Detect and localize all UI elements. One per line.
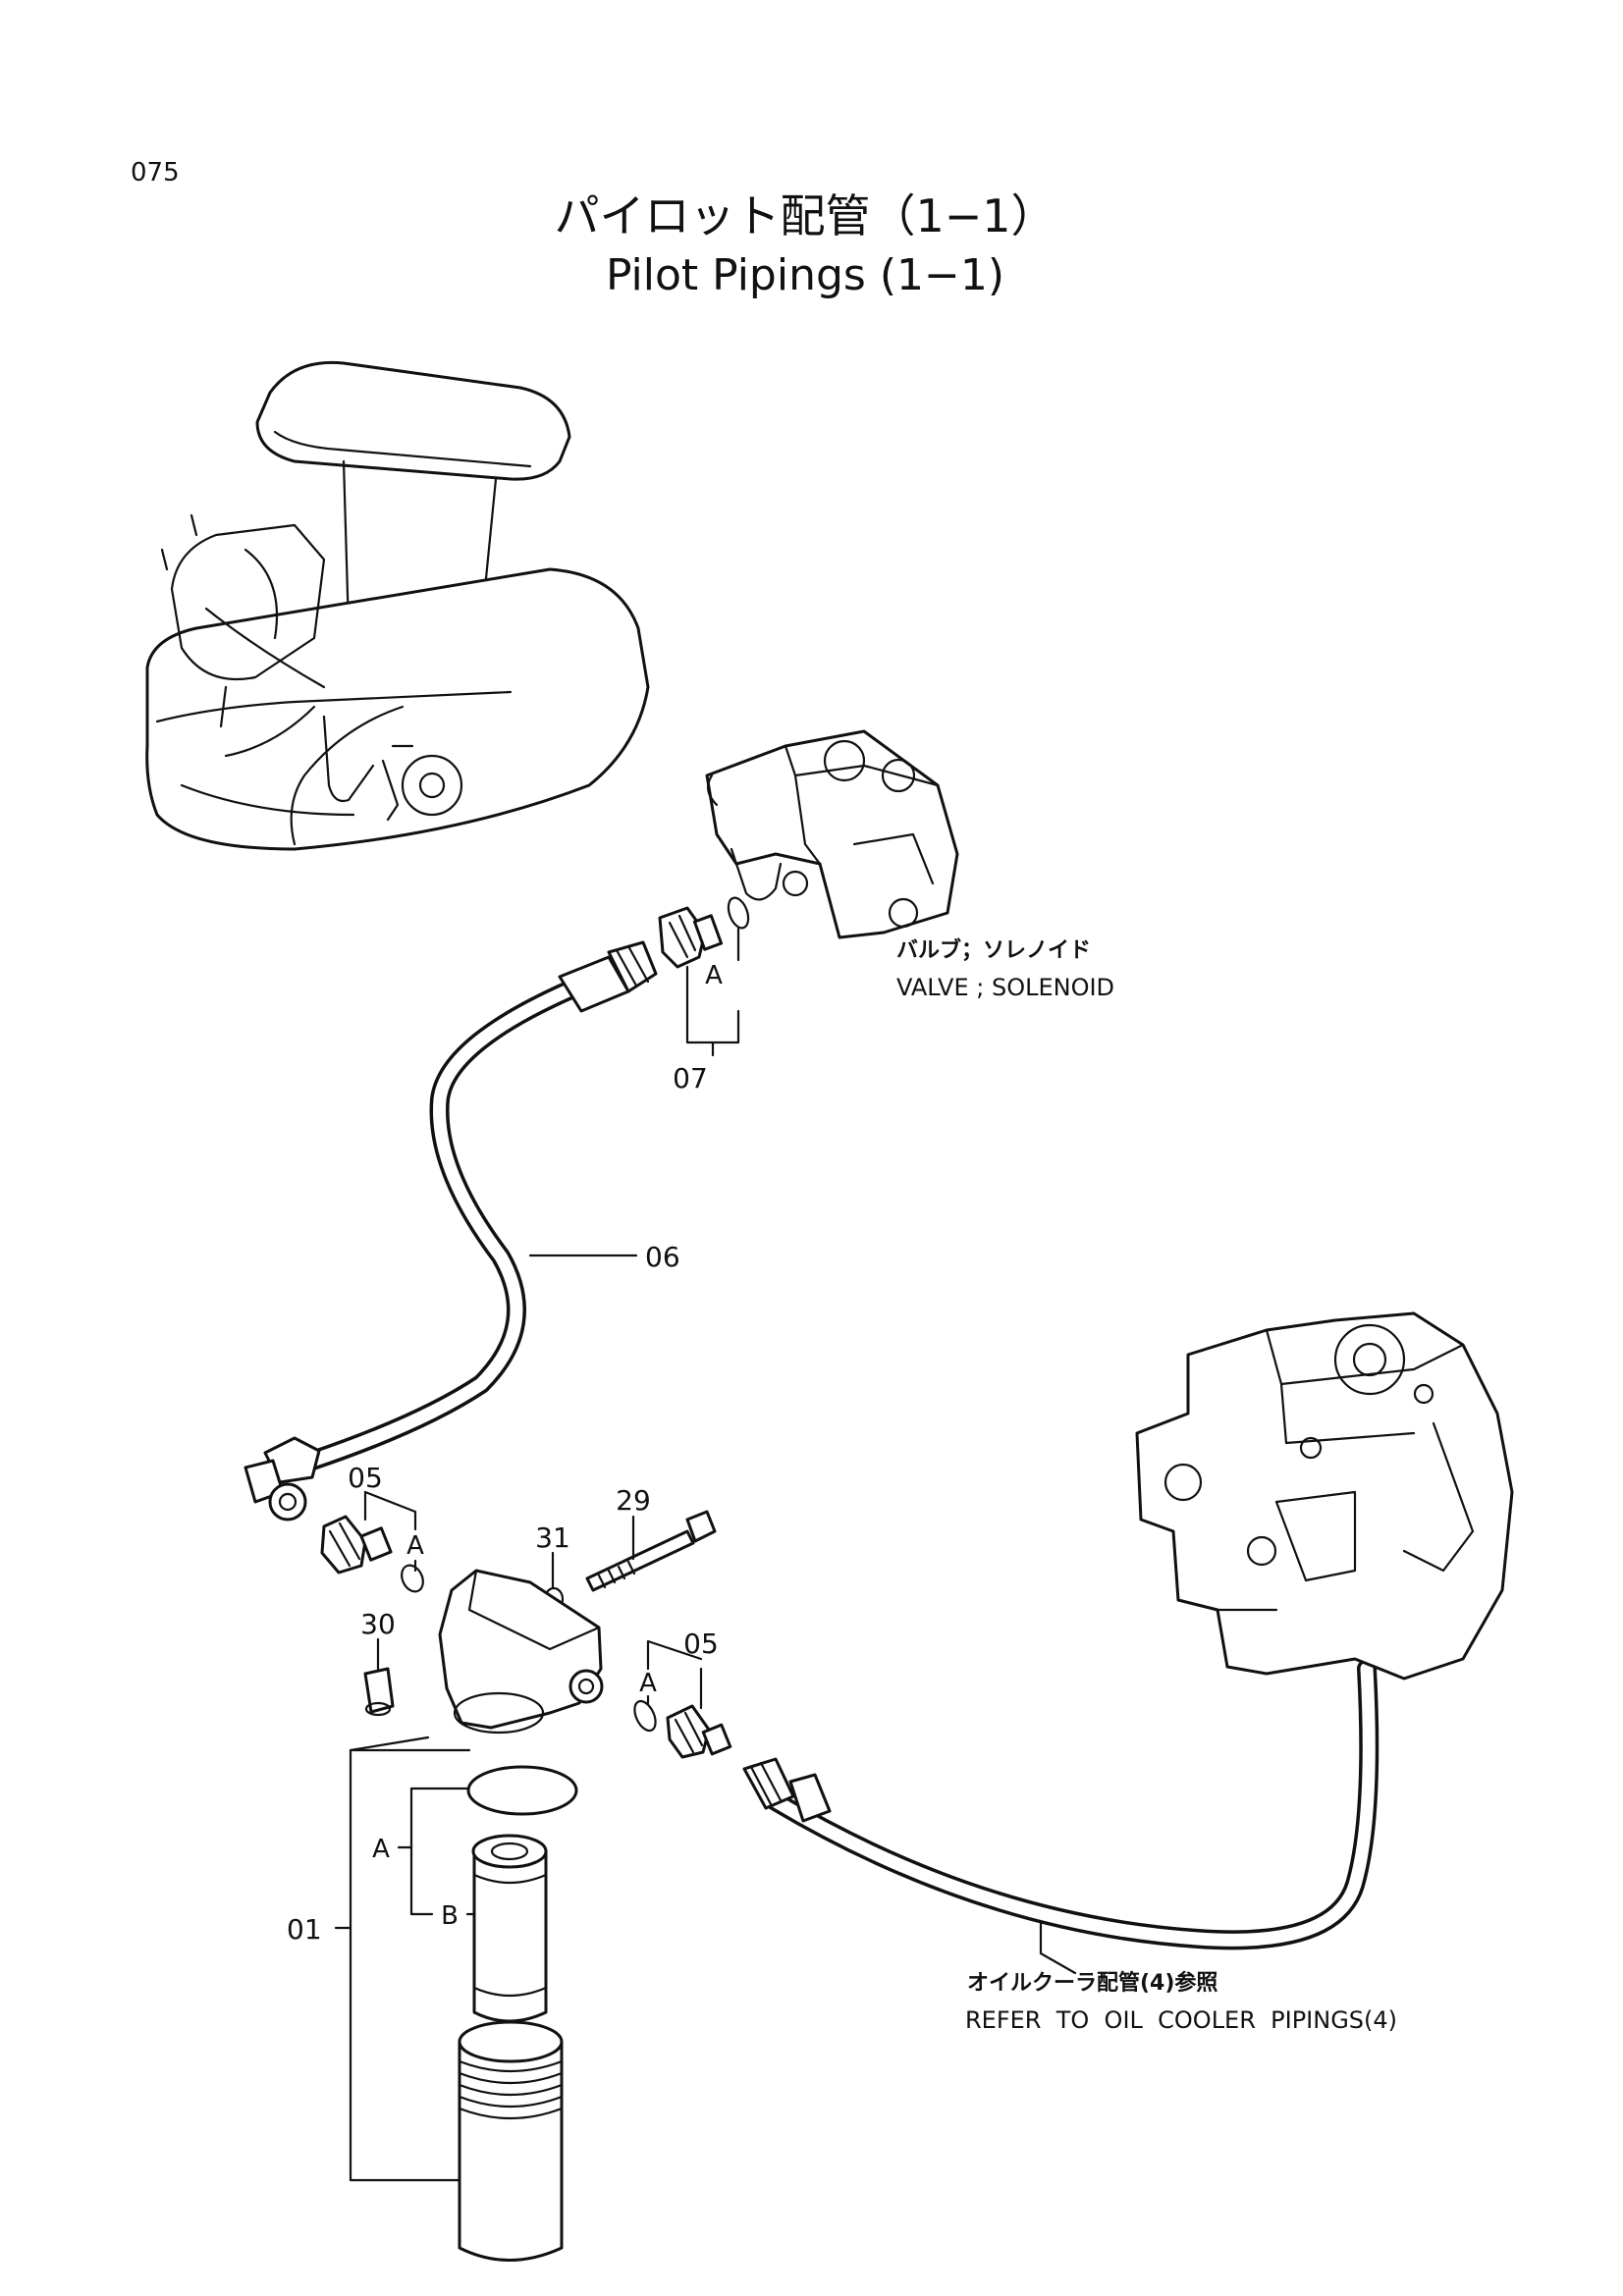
filter-housing-drawing — [458, 2020, 564, 2262]
callout-05-right: 05 — [683, 1628, 719, 1660]
callout-05-left-a: A — [406, 1531, 424, 1561]
machine-overview-drawing — [145, 360, 650, 851]
callout-07-a: A — [705, 961, 723, 990]
callout-01-b: B — [441, 1901, 459, 1931]
callout-leaders — [334, 927, 1077, 2182]
title-english: Pilot Pipings (1−1) — [606, 250, 1004, 300]
bolt-29-drawing — [585, 1510, 717, 1592]
callout-05-left: 05 — [348, 1462, 383, 1494]
hose-06-drawing — [243, 940, 658, 1522]
callout-05-right-a: A — [639, 1669, 657, 1698]
filter-head-drawing — [363, 1569, 604, 1735]
callout-01-a: A — [372, 1835, 390, 1864]
page-number: 075 — [131, 158, 180, 187]
valve-label-english: VALVE ; SOLENOID — [896, 974, 1114, 1001]
adapter-07-drawing — [658, 896, 750, 969]
oil-cooler-pump-drawing — [1135, 1311, 1514, 1681]
refer-label-japanese: オイルクーラ配管(4)参照 — [967, 1970, 1217, 1996]
filter-element-drawing — [471, 1834, 548, 2023]
callout-29: 29 — [616, 1484, 651, 1517]
title-japanese: パイロット配管（1−1） — [554, 189, 1055, 242]
hose-to-oil-cooler-drawing — [742, 1659, 1380, 1950]
valve-label-japanese: バルブ；ソレノイド — [896, 937, 1091, 963]
adapter-05-right-drawing — [633, 1699, 732, 1759]
callout-06: 06 — [645, 1241, 680, 1273]
callout-07: 07 — [673, 1062, 708, 1095]
callout-30: 30 — [360, 1608, 396, 1640]
callout-01: 01 — [287, 1913, 322, 1946]
callout-31: 31 — [535, 1522, 570, 1554]
solenoid-valve-drawing — [705, 729, 959, 939]
filter-oring-drawing — [466, 1765, 578, 1816]
adapter-05-left-drawing — [320, 1515, 424, 1593]
refer-label-english: REFER TO OIL COOLER PIPINGS(4) — [965, 2006, 1397, 2034]
